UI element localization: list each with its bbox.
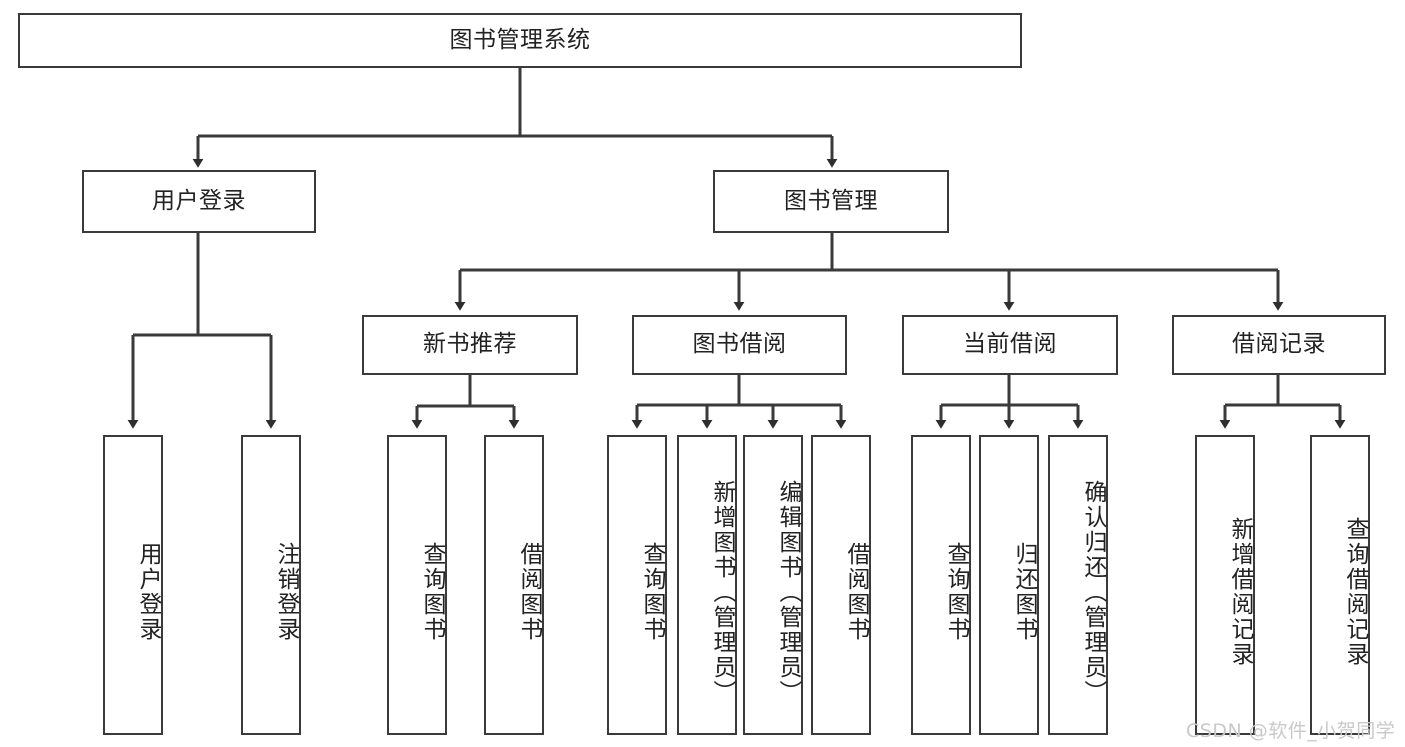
leaf-edit-book[interactable]: 编辑图书（管理员） [743, 435, 803, 735]
leaf-query-book-2[interactable]: 查询图书 [607, 435, 667, 735]
leaf-label: 注销登录 [273, 542, 299, 642]
leaf-logout-login[interactable]: 注销登录 [241, 435, 301, 735]
leaf-return-book[interactable]: 归还图书 [979, 435, 1039, 735]
node-root-system[interactable]: 图书管理系统 [18, 13, 1022, 68]
node-current-borrow[interactable]: 当前借阅 [902, 315, 1118, 375]
leaf-label: 查询图书 [943, 542, 969, 642]
node-borrow-record[interactable]: 借阅记录 [1172, 315, 1386, 375]
leaf-label: 新增图书（管理员） [709, 479, 735, 705]
leaf-borrow-book-2[interactable]: 借阅图书 [811, 435, 871, 735]
node-book-borrow[interactable]: 图书借阅 [632, 315, 847, 375]
leaf-add-book[interactable]: 新增图书（管理员） [677, 435, 737, 735]
leaf-label: 借阅图书 [843, 542, 869, 642]
leaf-label: 确认归还（管理员） [1080, 479, 1106, 705]
node-new-book-recommend[interactable]: 新书推荐 [362, 315, 578, 375]
leaf-label: 归还图书 [1011, 542, 1037, 642]
leaf-query-book-1[interactable]: 查询图书 [387, 435, 447, 735]
leaf-label: 借阅图书 [516, 542, 542, 642]
leaf-label: 编辑图书（管理员） [775, 479, 801, 705]
csdn-watermark: CSDN @软件_小贺同学 [1186, 720, 1396, 742]
leaf-confirm-return[interactable]: 确认归还（管理员） [1048, 435, 1108, 735]
leaf-user-login[interactable]: 用户登录 [103, 435, 163, 735]
leaf-label: 用户登录 [135, 542, 161, 642]
leaf-borrow-book-1[interactable]: 借阅图书 [484, 435, 544, 735]
leaf-label: 查询借阅记录 [1342, 517, 1368, 667]
leaf-query-record[interactable]: 查询借阅记录 [1310, 435, 1370, 735]
leaf-label: 查询图书 [639, 542, 665, 642]
leaf-label: 新增借阅记录 [1227, 517, 1253, 667]
node-book-manage[interactable]: 图书管理 [713, 170, 949, 233]
node-user-login[interactable]: 用户登录 [82, 170, 316, 233]
leaf-label: 查询图书 [419, 542, 445, 642]
leaf-query-book-3[interactable]: 查询图书 [911, 435, 971, 735]
leaf-add-record[interactable]: 新增借阅记录 [1195, 435, 1255, 735]
